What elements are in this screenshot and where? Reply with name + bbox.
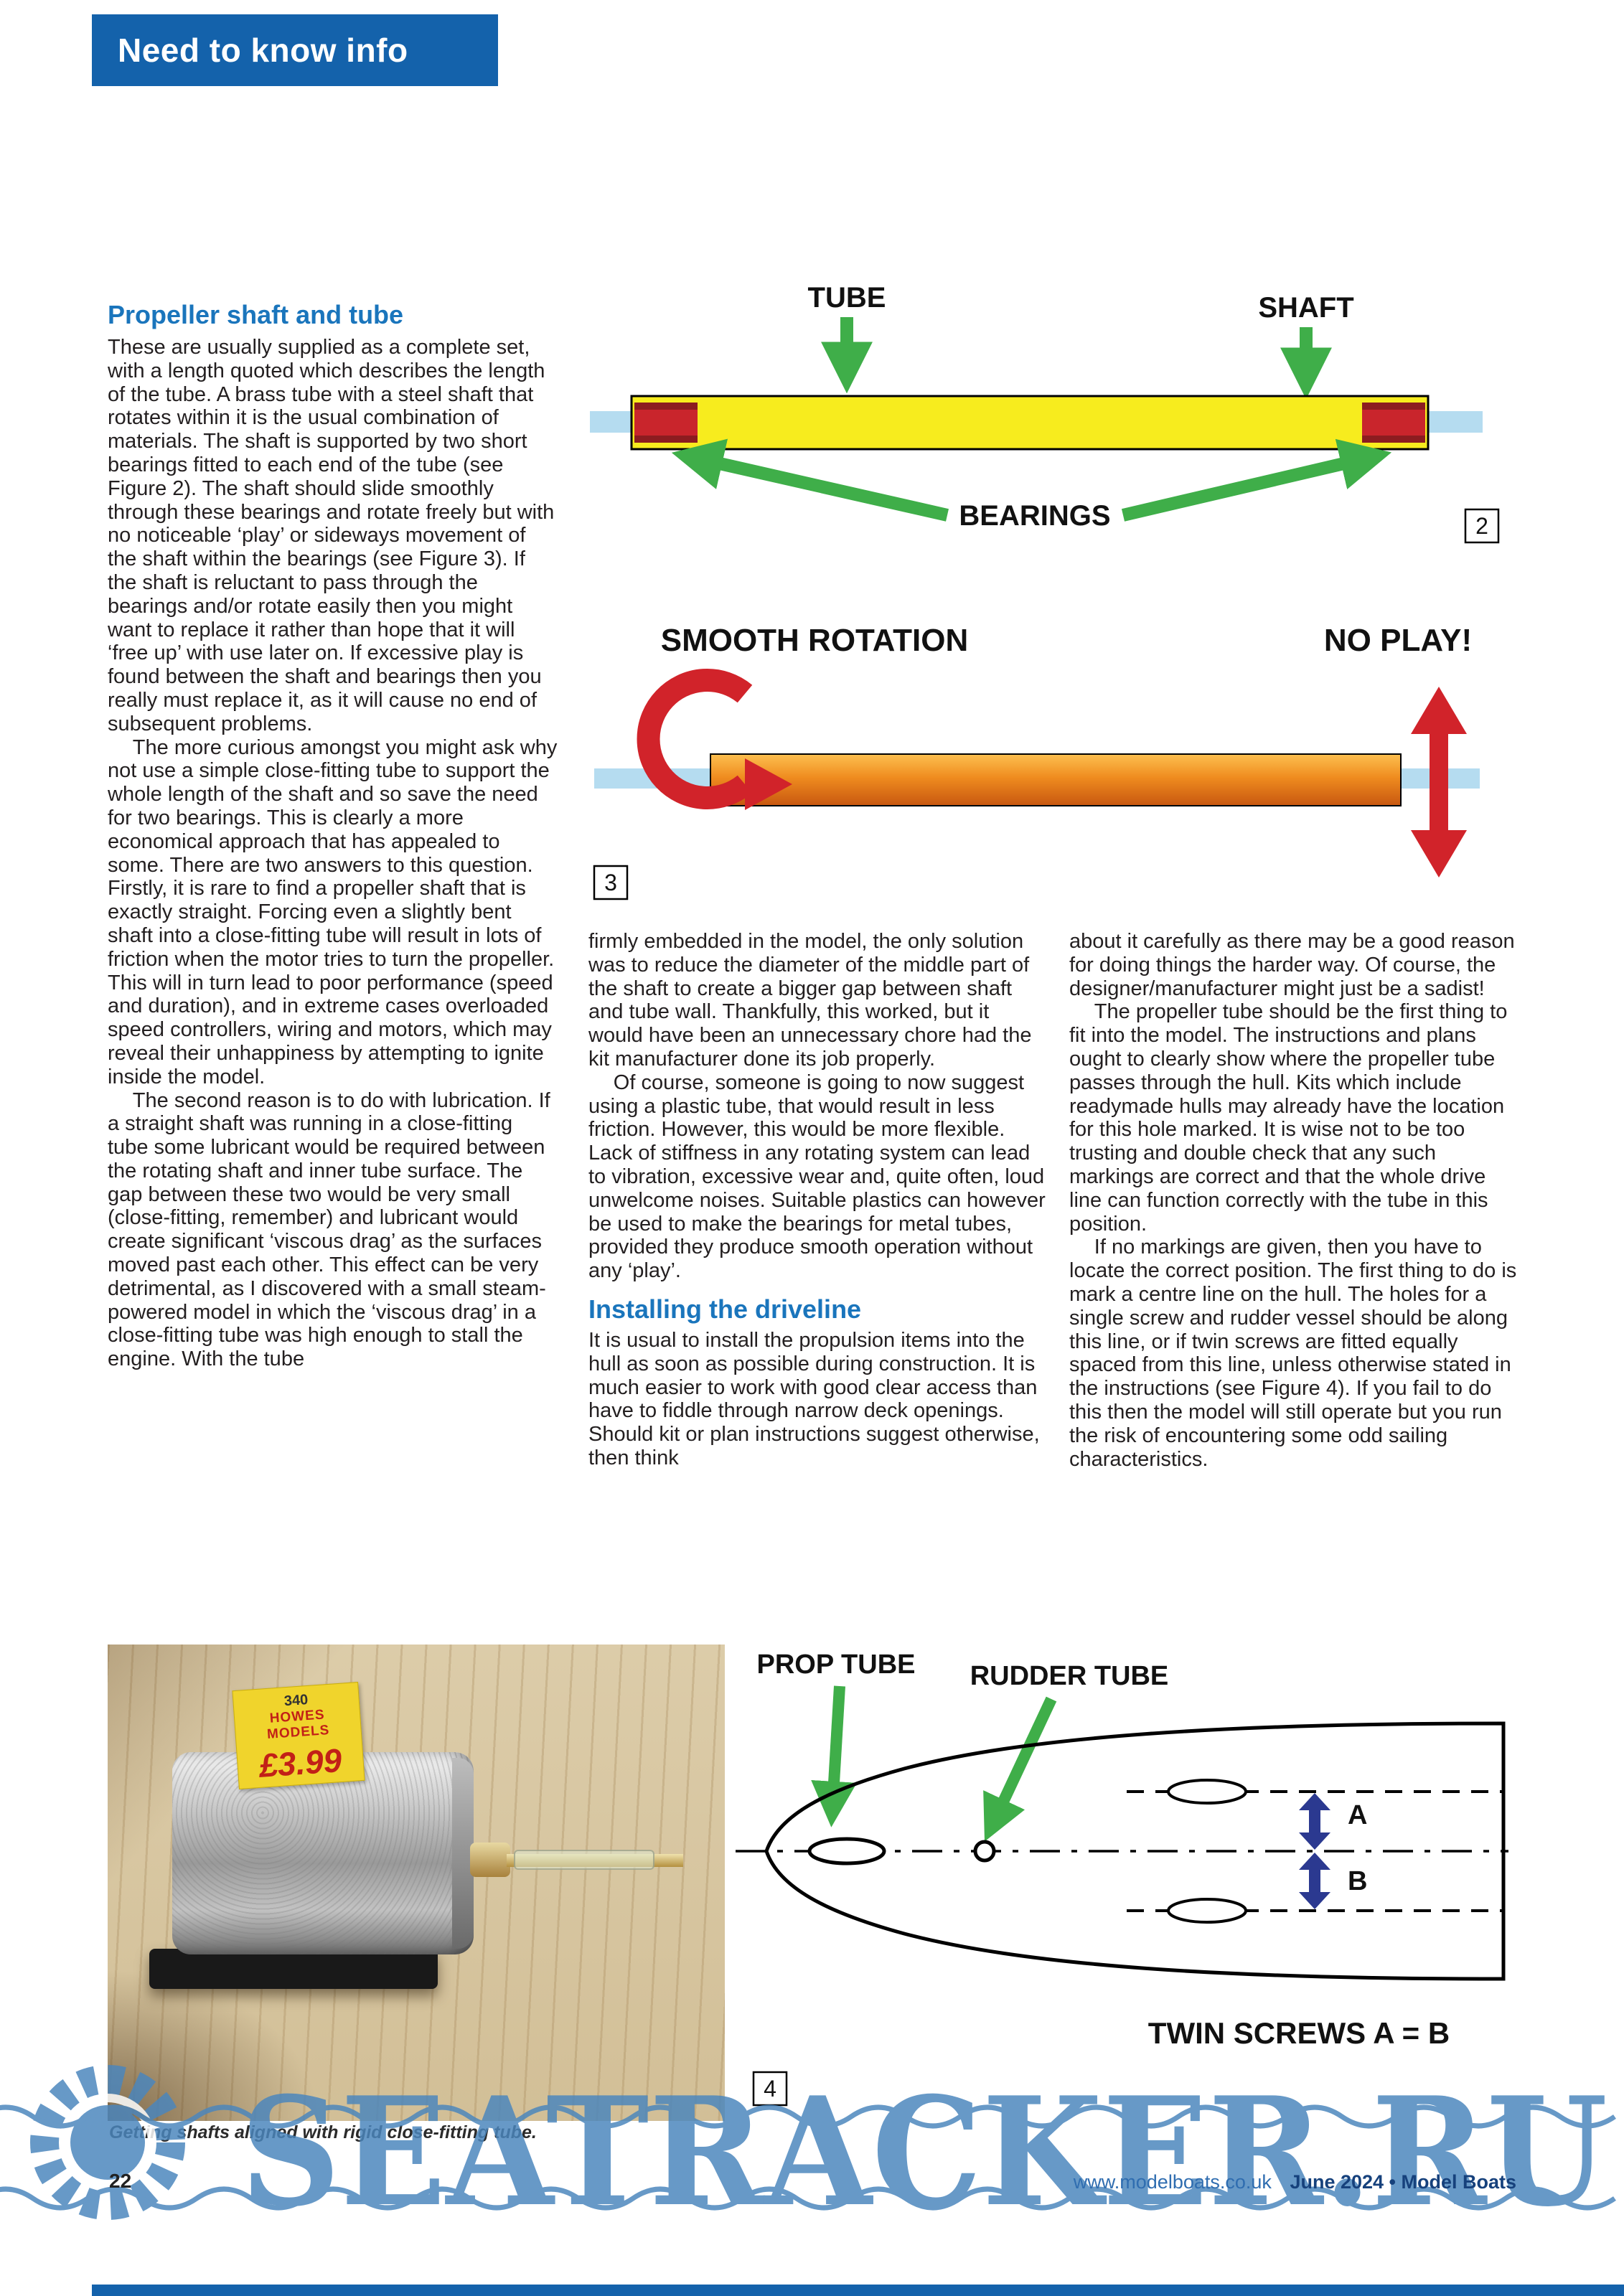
photo-caption: Getting shafts aligned with rigid close-… xyxy=(109,2122,537,2142)
paragraph: Of course, someone is going to now sugge… xyxy=(588,1071,1046,1283)
twin-screws-label: TWIN SCREWS A = B xyxy=(1148,2016,1450,2050)
column-2b-paragraphs: It is usual to install the propulsion it… xyxy=(588,1329,1048,1470)
motor-photo: 340 HOWES MODELS £3.99 xyxy=(108,1645,725,2121)
tube-graphic xyxy=(630,395,1430,451)
motor-mount-bracket xyxy=(149,1949,438,1989)
bottom-bar xyxy=(92,2285,1624,2296)
figure-3-number-box xyxy=(593,865,629,900)
prop-tube-arrow xyxy=(811,1685,858,1827)
paragraph: It is usual to install the propulsion it… xyxy=(588,1328,1040,1469)
right-bearing-arrow xyxy=(1121,438,1392,522)
bearings-label: BEARINGS xyxy=(959,500,1110,532)
column-2: firmly embedded in the model, the only s… xyxy=(588,930,1048,1470)
figure-4-number-box xyxy=(752,2071,788,2107)
column-1: Propeller shaft and tube These are usual… xyxy=(108,300,558,1371)
tube-label: TUBE xyxy=(808,282,886,314)
page-number: 22 xyxy=(109,2170,132,2192)
paragraph: The propeller tube should be the first t… xyxy=(1069,1000,1508,1236)
right-bearing-graphic xyxy=(1362,403,1425,443)
left-bearing-arrow xyxy=(671,438,949,522)
paragraph: If no markings are given, then you have … xyxy=(1069,1236,1517,1471)
figure-2-number-box xyxy=(1464,508,1500,544)
rod-graphic xyxy=(710,753,1402,806)
paragraph: firmly embedded in the model, the only s… xyxy=(588,930,1032,1071)
figure-3-diagram: SMOOTH ROTATION NO PLAY! 3 xyxy=(593,623,1480,900)
no-play-arrow xyxy=(1411,687,1467,878)
rudder-tube-arrow xyxy=(983,1696,1057,1842)
price-tag-price: £3.99 xyxy=(258,1741,343,1784)
left-bearing-graphic xyxy=(634,403,698,443)
article-heading: Propeller shaft and tube xyxy=(108,300,404,329)
column-3-paragraphs: about it carefully as there may be a goo… xyxy=(1069,930,1520,1471)
electric-motor xyxy=(172,1752,474,1954)
footer-issue: June 2024 • Model Boats xyxy=(1290,2171,1516,2193)
column-2-paragraphs: firmly embedded in the model, the only s… xyxy=(588,930,1048,1283)
article-subheading: Installing the driveline xyxy=(588,1294,862,1324)
upper-screw-hole xyxy=(1167,1779,1247,1805)
footer-right: www.modelboats.co.uk June 2024 • Model B… xyxy=(1074,2171,1516,2193)
rudder-tube-hole xyxy=(973,1840,996,1863)
rotation-arrow xyxy=(637,669,792,810)
dimension-a-label: A xyxy=(1348,1800,1367,1830)
prop-tube-hole xyxy=(807,1837,886,1866)
lower-screw-hole xyxy=(1167,1898,1247,1924)
shaft-label: SHAFT xyxy=(1258,292,1353,324)
figure-2-diagram: TUBE SHAFT BEARINGS 2 xyxy=(590,282,1500,544)
hull-outline xyxy=(764,1721,1506,1981)
paragraph: The more curious amongst you might ask w… xyxy=(108,735,558,1088)
paragraph: These are usually supplied as a complete… xyxy=(108,336,555,735)
dimension-arrow-b xyxy=(1299,1853,1330,1909)
section-banner: Need to know info xyxy=(92,14,498,86)
paragraph: about it carefully as there may be a goo… xyxy=(1069,930,1515,1000)
dimension-b-label: B xyxy=(1348,1866,1367,1896)
column-1-paragraphs: These are usually supplied as a complete… xyxy=(108,336,558,1371)
column-3: about it carefully as there may be a goo… xyxy=(1069,930,1520,1471)
price-tag: 340 HOWES MODELS £3.99 xyxy=(232,1682,365,1789)
banner-label: Need to know info xyxy=(118,32,408,69)
prop-tube-label: PROP TUBE xyxy=(756,1650,915,1680)
paragraph: The second reason is to do with lubricat… xyxy=(108,1088,550,1371)
figure-4-diagram: PROP TUBE RUDDER TUBE A B TWIN SCREWS A … xyxy=(736,1650,1508,2107)
shaft-coupling xyxy=(470,1843,510,1877)
figure-4-number: 4 xyxy=(764,2076,776,2102)
figure-2-number: 2 xyxy=(1475,513,1488,539)
smooth-rotation-label: SMOOTH ROTATION xyxy=(661,623,969,658)
rudder-tube-label: RUDDER TUBE xyxy=(970,1661,1169,1691)
price-tag-brand: HOWES MODELS xyxy=(266,1707,330,1743)
footer-website: www.modelboats.co.uk xyxy=(1073,2171,1272,2193)
figure-3-number: 3 xyxy=(604,870,617,895)
no-play-label: NO PLAY! xyxy=(1324,623,1472,658)
close-fitting-tube xyxy=(514,1850,654,1870)
dimension-arrow-a xyxy=(1299,1793,1330,1850)
